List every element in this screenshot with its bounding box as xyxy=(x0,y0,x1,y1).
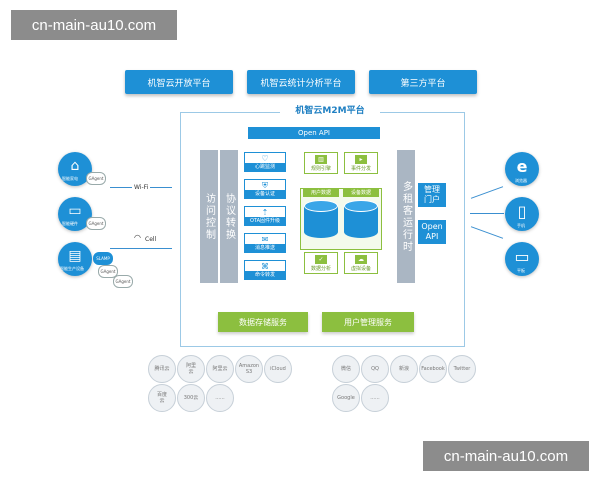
virtual-device-label: 虚拟设备 xyxy=(350,266,371,272)
module-label: 消息推送 xyxy=(245,244,285,252)
user-management-service: 用户管理服务 xyxy=(322,312,414,332)
gagent-tag: GAgent xyxy=(86,172,106,185)
tablet-icon: ▭ xyxy=(514,247,530,266)
watermark-top: cn-main-au10.com xyxy=(11,10,177,40)
command-icon: ⌘ xyxy=(261,262,269,271)
data-analysis-box: ✓ 数据分析 xyxy=(304,252,338,274)
event-dispatch-icon: ▸ xyxy=(355,155,367,164)
svc-more-left: ...... xyxy=(206,384,234,412)
rule-engine-label: 规则引擎 xyxy=(310,166,331,172)
watermark-bottom: cn-main-au10.com xyxy=(423,441,589,471)
event-dispatch-box: ▸ 事件分发 xyxy=(344,152,378,174)
device-data-header: 设备数据 xyxy=(343,189,379,197)
gagent-tag-extra: GAgent xyxy=(113,275,133,288)
machine-icon: ▤ xyxy=(68,248,82,264)
module-label: 心跳监测 xyxy=(245,163,285,171)
client-tablet: ▭平板 xyxy=(505,242,539,276)
tv-icon: ▭ xyxy=(68,203,82,219)
cell-label: Cell xyxy=(145,236,157,243)
svc-tencent: 腾讯云 xyxy=(148,355,176,383)
envelope-icon: ✉ xyxy=(261,235,269,244)
virtual-device-icon: ☁ xyxy=(355,255,367,264)
right-arrow-top xyxy=(470,186,504,199)
user-data-cylinder xyxy=(304,200,338,240)
svc-facebook: Facebook xyxy=(419,355,447,383)
svc-twitter: Twitter xyxy=(448,355,476,383)
svc-icloud: iCloud xyxy=(264,355,292,383)
data-analysis-label: 数据分析 xyxy=(310,266,331,272)
module-label: 命令转发 xyxy=(245,271,285,279)
slamp-chip: SLAMP xyxy=(93,252,113,265)
event-dispatch-label: 事件分发 xyxy=(350,166,371,172)
svc-wechat: 微信 xyxy=(332,355,360,383)
phone-icon: ▯ xyxy=(517,202,527,221)
cell-arrow xyxy=(110,248,172,249)
platform-analytics: 机智云统计分析平台 xyxy=(247,70,355,94)
wifi-label: Wi-Fi xyxy=(132,184,151,191)
open-api-bar: Open API xyxy=(248,127,380,139)
data-storage-service: 数据存储服务 xyxy=(218,312,308,332)
heart-icon: ♡ xyxy=(261,154,269,163)
platform-third-party: 第三方平台 xyxy=(369,70,477,94)
svc-baidu: 百度云 xyxy=(148,384,176,412)
device-production: ▤智能生产设备 xyxy=(58,242,92,276)
frame-title: 机智云M2M平台 xyxy=(280,104,380,118)
rule-engine-icon: ▥ xyxy=(315,155,327,164)
shield-icon: ⛨ xyxy=(262,181,268,190)
gagent-tag: GAgent xyxy=(86,217,106,230)
svc-300: 300云 xyxy=(177,384,205,412)
device-data-cylinder xyxy=(344,200,378,240)
module-heartbeat: ♡心跳监测 xyxy=(244,152,286,172)
multi-tenant-runtime-bar: 多租客运行时 xyxy=(397,150,415,283)
svc-qq: QQ xyxy=(361,355,389,383)
module-label: 设备认证 xyxy=(245,190,285,198)
access-control-bar: 访问控制 xyxy=(200,150,218,283)
house-icon: ⌂ xyxy=(70,158,80,174)
data-analysis-icon: ✓ xyxy=(315,255,327,264)
module-device-auth: ⛨设备认证 xyxy=(244,179,286,199)
svc-google: Google xyxy=(332,384,360,412)
rule-engine-box: ▥ 规则引擎 xyxy=(304,152,338,174)
right-arrow-mid xyxy=(470,213,504,214)
module-label: OTA固件升级 xyxy=(245,217,285,225)
gagent-tag: GAgent xyxy=(98,265,118,278)
user-data-header: 用户数据 xyxy=(303,189,339,197)
cell-signal-icon: ◠ xyxy=(134,233,141,242)
svc-sina: 新浪 xyxy=(390,355,418,383)
module-message-push: ✉消息推送 xyxy=(244,233,286,253)
right-arrow-bot xyxy=(470,226,504,239)
platform-open: 机智云开放平台 xyxy=(125,70,233,94)
module-command-forward: ⌘命令转发 xyxy=(244,260,286,280)
svc-aliyun: 阿里云 xyxy=(206,355,234,383)
management-portal-box: 管理门户 xyxy=(418,183,446,207)
svc-aliyun-2: 阿里云 xyxy=(177,355,205,383)
arrow-up-icon: ⇡ xyxy=(261,208,269,217)
virtual-device-box: ☁ 虚拟设备 xyxy=(344,252,378,274)
client-phone: ▯手机 xyxy=(505,197,539,231)
svc-more-right: ...... xyxy=(361,384,389,412)
browser-icon: e xyxy=(516,157,528,176)
protocol-conversion-bar: 协议转换 xyxy=(220,150,238,283)
module-ota: ⇡OTA固件升级 xyxy=(244,206,286,226)
